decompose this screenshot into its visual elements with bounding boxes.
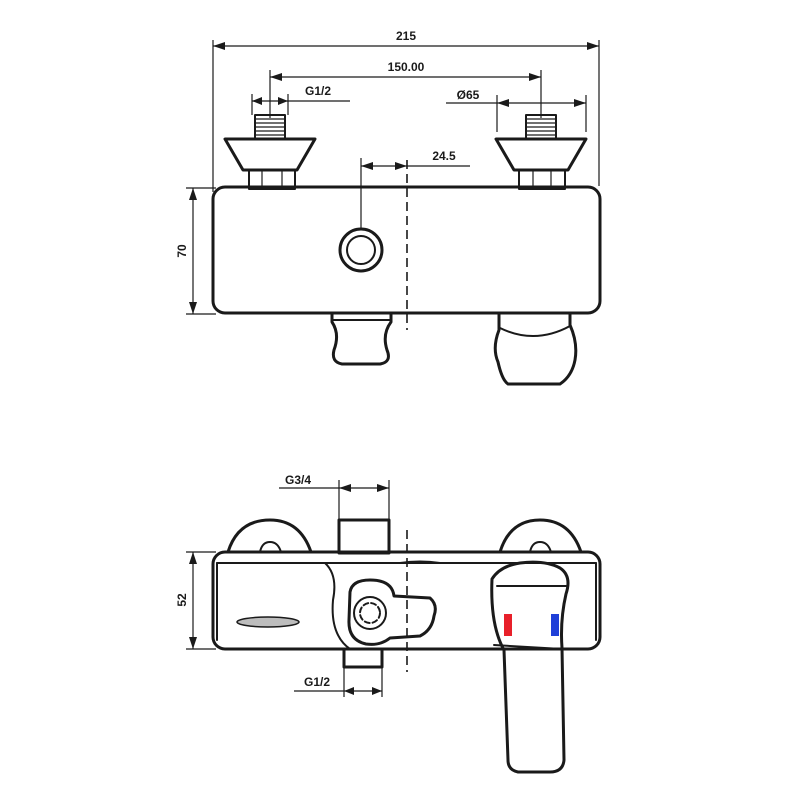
bottom-outlet-stub	[342, 647, 384, 669]
mixer-body-top	[211, 185, 602, 315]
front-view: G3/4 52 G1/2	[175, 473, 602, 774]
diverter-knob-top	[330, 311, 393, 366]
outlet-thread-label: G3/4	[285, 473, 311, 487]
dimension-lower-thread: G1/2	[294, 660, 383, 697]
right-escutcheon-dome	[498, 518, 583, 554]
dimension-center-offset: 24.5	[360, 149, 470, 230]
left-escutcheon-dome	[226, 518, 313, 554]
body-height-front-label: 52	[175, 593, 189, 607]
body-height-top-label: 70	[175, 244, 189, 258]
dimension-inlet-spacing: 150.00	[269, 60, 542, 118]
dimension-inlet-thread: G1/2	[251, 84, 350, 115]
hot-indicator	[504, 614, 512, 636]
cold-indicator	[551, 614, 559, 636]
overall-width-label: 215	[396, 29, 416, 43]
inlet-spacing-label: 150.00	[388, 60, 425, 74]
escutcheon-diameter-label: Ø65	[457, 88, 480, 102]
lever-handle-top	[493, 311, 578, 386]
outlet-stub	[337, 518, 391, 555]
dimension-escutcheon-diameter: Ø65	[446, 88, 587, 132]
diverter-knob-front	[347, 578, 437, 646]
right-inlet-connector	[494, 114, 588, 190]
lower-thread-label: G1/2	[304, 675, 330, 689]
lever-handle-front	[490, 560, 570, 774]
left-inlet-connector	[223, 114, 317, 190]
diverter-gear-icon	[359, 602, 381, 624]
dimension-body-height-front: 52	[175, 551, 216, 650]
dimension-outlet-thread: G3/4	[279, 473, 390, 520]
inlet-thread-label: G1/2	[305, 84, 331, 98]
dimension-body-height-top: 70	[175, 187, 216, 315]
dimension-overall-width: 215	[212, 29, 600, 192]
center-offset-label: 24.5	[432, 149, 456, 163]
outlet-port-circle	[338, 227, 384, 273]
top-view: 215 150.00 G1/2 Ø65	[175, 29, 602, 386]
aerator-grille-icon	[236, 616, 300, 628]
